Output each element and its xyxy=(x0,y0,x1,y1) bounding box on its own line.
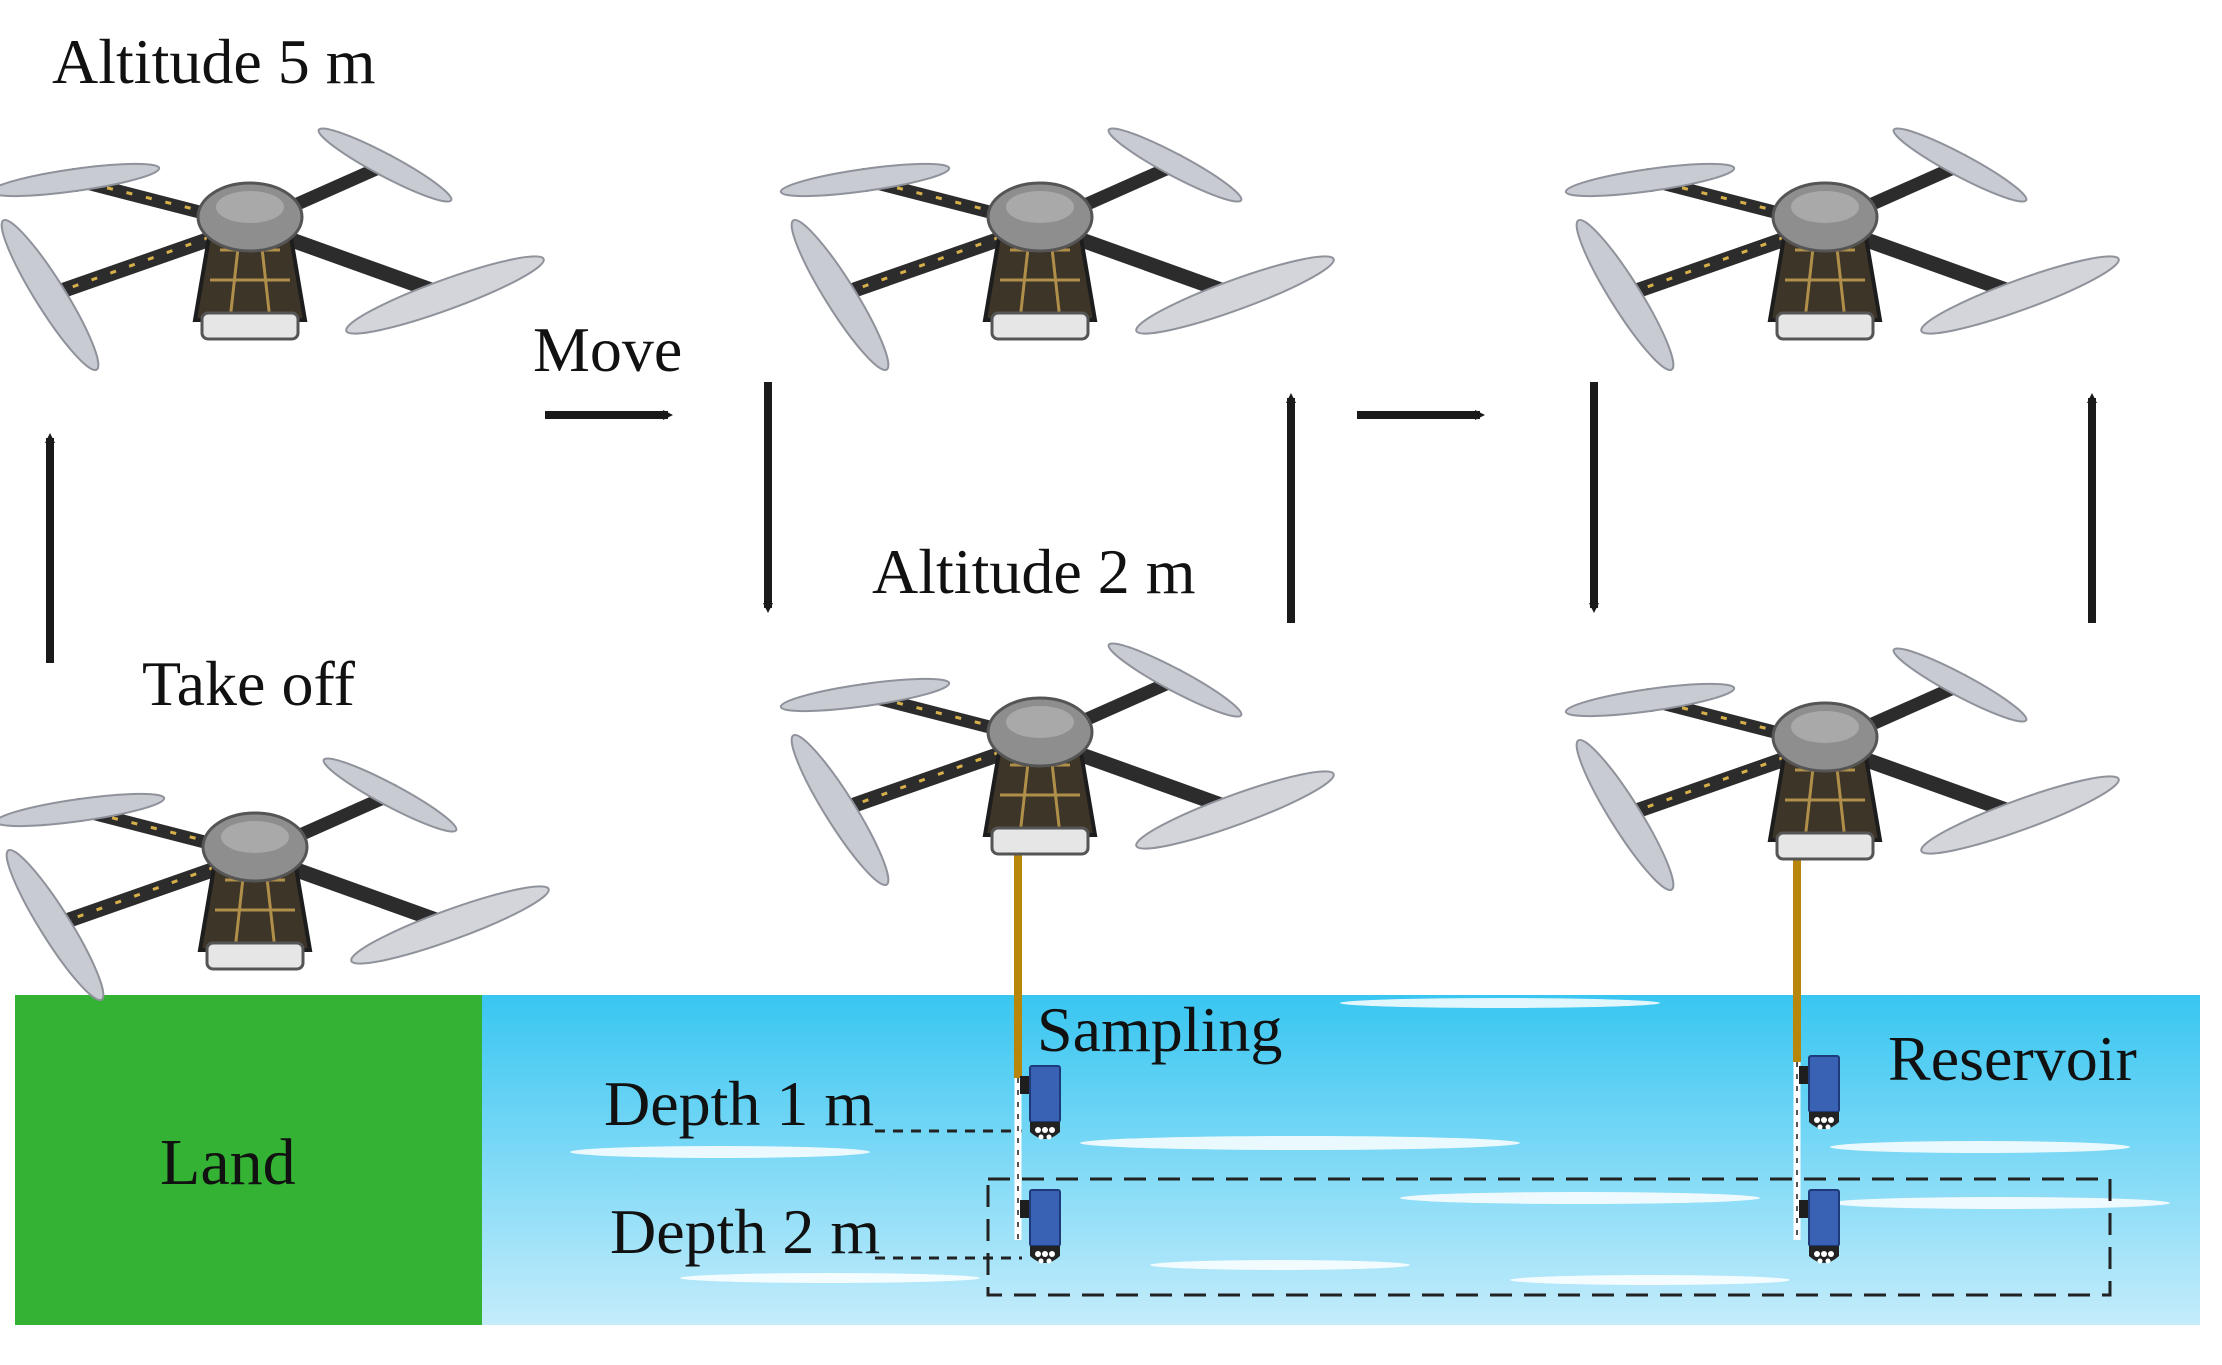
altitude-5m-label: Altitude 5 m xyxy=(52,26,376,97)
land-label: Land xyxy=(160,1126,296,1199)
quadcopter-drone-icon xyxy=(0,750,554,1007)
quadcopter-drone-icon xyxy=(1564,120,2124,377)
depth-2m-label: Depth 2 m xyxy=(610,1196,881,1267)
quadcopter-drone-icon xyxy=(779,120,1339,377)
quadcopter-drone-icon xyxy=(1564,640,2124,897)
depth-1m-label: Depth 1 m xyxy=(604,1068,875,1139)
quadcopter-drone-icon xyxy=(0,120,549,377)
take-off-label: Take off xyxy=(142,648,355,719)
move-label: Move xyxy=(533,314,683,385)
altitude-2m-label: Altitude 2 m xyxy=(872,536,1196,607)
reservoir-label: Reservoir xyxy=(1888,1023,2137,1094)
sampling-zone-frame xyxy=(986,1177,2112,1297)
reservoir-water xyxy=(482,995,2200,1325)
land-area xyxy=(15,995,482,1325)
water-ripples xyxy=(570,998,2170,1285)
quadcopter-drone-icon xyxy=(779,635,1339,892)
sampling-label: Sampling xyxy=(1037,994,1283,1065)
